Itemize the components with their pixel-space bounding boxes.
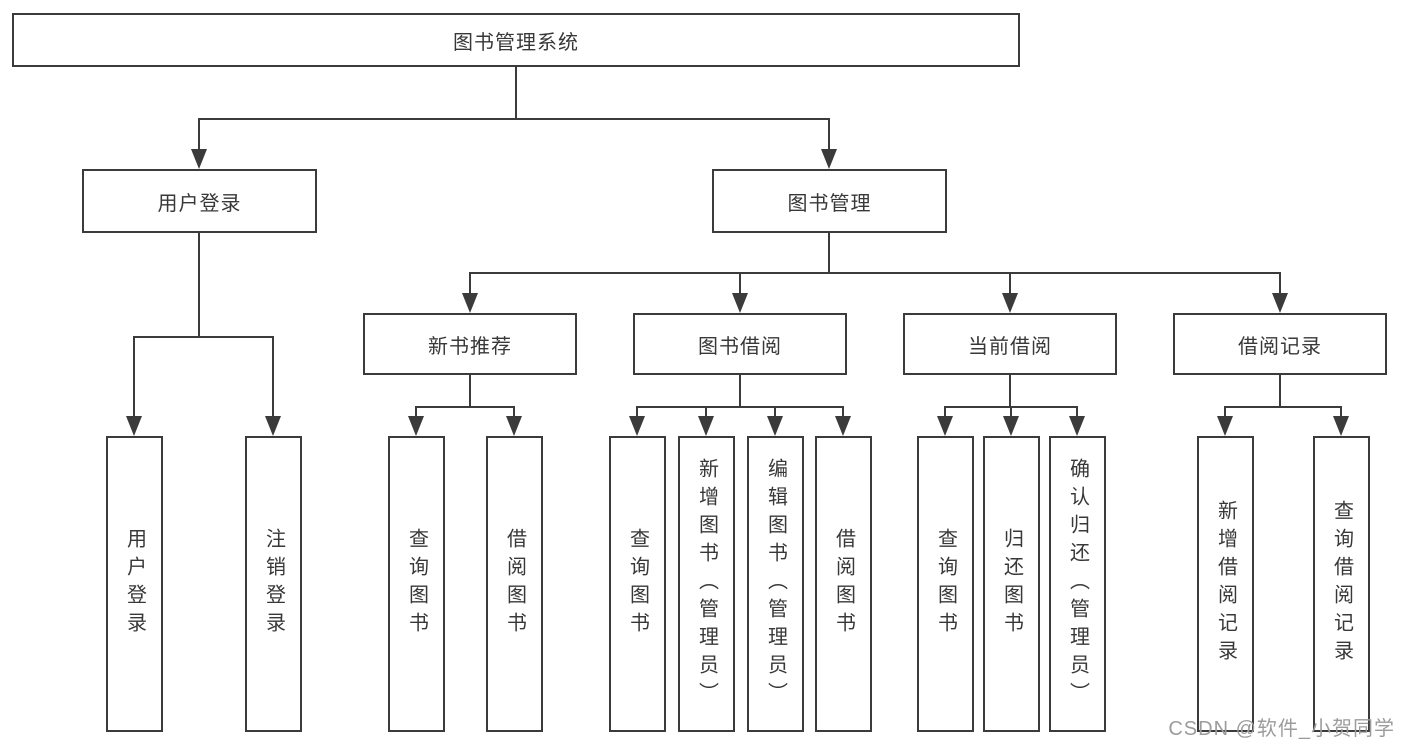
node-new-book-recommend: 新书推荐 <box>363 313 577 375</box>
connector-drop-current-borrowing <box>1009 272 1011 295</box>
arrowhead-down-icon <box>821 149 837 169</box>
leaf-return-books: 归还图书 <box>983 436 1040 732</box>
arrowhead-down-icon <box>767 416 783 436</box>
leaf-borrow-books-1-label: 借阅图书 <box>503 528 526 640</box>
node-root-label: 图书管理系统 <box>453 31 579 54</box>
leaf-logout-label: 注销登录 <box>262 528 285 640</box>
connector-user-login-split <box>133 336 274 338</box>
arrowhead-down-icon <box>629 416 645 436</box>
leaf-add-borrow-record: 新增借阅记录 <box>1197 436 1254 732</box>
arrowhead-down-icon <box>1002 293 1018 313</box>
arrowhead-down-icon <box>698 416 714 436</box>
connector-user-login-stem <box>198 233 200 337</box>
connector-drop-leaf <box>133 336 135 418</box>
arrowhead-down-icon <box>937 416 953 436</box>
leaf-query-borrow-record-label: 查询借阅记录 <box>1330 500 1353 668</box>
node-book-borrowing-label: 图书借阅 <box>698 335 782 358</box>
leaf-user-login: 用户登录 <box>106 436 163 732</box>
connector-drop-book-borrowing <box>739 272 741 295</box>
node-current-borrowing: 当前借阅 <box>903 313 1117 375</box>
leaf-query-books-1-label: 查询图书 <box>405 528 428 640</box>
arrowhead-down-icon <box>408 416 424 436</box>
leaf-query-books-1: 查询图书 <box>388 436 445 732</box>
csdn-watermark: CSDN @软件_小贺同学 <box>1168 718 1395 740</box>
arrowhead-down-icon <box>732 293 748 313</box>
arrowhead-down-icon <box>1333 416 1349 436</box>
arrowhead-down-icon <box>191 149 207 169</box>
node-new-book-recommend-label: 新书推荐 <box>428 335 512 358</box>
connector-drop-borrowing-records <box>1279 272 1281 295</box>
arrowhead-down-icon <box>265 416 281 436</box>
connector-level3-split <box>469 272 1281 274</box>
node-book-management-label: 图书管理 <box>787 192 872 215</box>
connector-drop-leaf <box>513 406 515 418</box>
connector-new-book-stem <box>469 375 471 407</box>
leaf-borrow-books-2-label: 借阅图书 <box>832 528 855 640</box>
connector-new-book-split <box>415 406 515 408</box>
arrowhead-down-icon <box>835 416 851 436</box>
leaf-query-books-3-label: 查询图书 <box>934 528 957 640</box>
connector-drop-new-book <box>469 272 471 295</box>
connector-drop-leaf <box>415 406 417 418</box>
arrowhead-down-icon <box>462 293 478 313</box>
leaf-add-books-admin: 新增图书（管理员） <box>678 436 735 732</box>
connector-drop-leaf <box>705 406 707 418</box>
connector-drop-leaf <box>842 406 844 418</box>
connector-drop-book-management <box>828 118 830 151</box>
leaf-edit-books-admin: 编辑图书（管理员） <box>747 436 804 732</box>
connector-drop-leaf <box>636 406 638 418</box>
arrowhead-down-icon <box>1003 416 1019 436</box>
arrowhead-down-icon <box>126 416 142 436</box>
leaf-query-books-3: 查询图书 <box>917 436 974 732</box>
connector-book-borrowing-stem <box>739 375 741 407</box>
connector-drop-leaf <box>944 406 946 418</box>
connector-drop-leaf <box>1340 406 1342 418</box>
connector-current-borrowing-stem <box>1009 375 1011 407</box>
connector-borrowing-records-split <box>1224 406 1342 408</box>
leaf-borrow-books-1: 借阅图书 <box>486 436 543 732</box>
node-borrowing-records: 借阅记录 <box>1173 313 1387 375</box>
leaf-query-books-2: 查询图书 <box>609 436 666 732</box>
leaf-logout: 注销登录 <box>245 436 302 732</box>
leaf-return-books-label: 归还图书 <box>1000 528 1023 640</box>
leaf-add-books-admin-label: 新增图书（管理员） <box>695 458 718 710</box>
connector-drop-leaf <box>1010 406 1012 418</box>
node-book-management: 图书管理 <box>712 169 947 233</box>
leaf-confirm-return-admin-label: 确认归还（管理员） <box>1066 458 1089 710</box>
leaf-add-borrow-record-label: 新增借阅记录 <box>1214 500 1237 668</box>
node-book-borrowing: 图书借阅 <box>633 313 847 375</box>
leaf-borrow-books-2: 借阅图书 <box>815 436 872 732</box>
arrowhead-down-icon <box>1272 293 1288 313</box>
connector-drop-leaf <box>1224 406 1226 418</box>
leaf-user-login-label: 用户登录 <box>123 528 146 640</box>
connector-drop-user-login <box>198 118 200 151</box>
connector-drop-leaf <box>774 406 776 418</box>
connector-book-borrowing-split <box>636 406 844 408</box>
node-current-borrowing-label: 当前借阅 <box>968 335 1052 358</box>
arrowhead-down-icon <box>1217 416 1233 436</box>
connector-book-management-stem <box>828 233 830 273</box>
arrowhead-down-icon <box>506 416 522 436</box>
connector-root-stem <box>515 67 517 119</box>
leaf-query-borrow-record: 查询借阅记录 <box>1313 436 1370 732</box>
node-user-login-label: 用户登录 <box>157 192 242 215</box>
node-user-login: 用户登录 <box>82 169 317 233</box>
node-root: 图书管理系统 <box>12 13 1020 67</box>
leaf-confirm-return-admin: 确认归还（管理员） <box>1049 436 1106 732</box>
connector-drop-leaf <box>1076 406 1078 418</box>
connector-borrowing-records-stem <box>1279 375 1281 407</box>
leaf-query-books-2-label: 查询图书 <box>626 528 649 640</box>
leaf-edit-books-admin-label: 编辑图书（管理员） <box>764 458 787 710</box>
connector-level2-split <box>198 118 830 120</box>
connector-drop-leaf <box>272 336 274 418</box>
arrowhead-down-icon <box>1069 416 1085 436</box>
node-borrowing-records-label: 借阅记录 <box>1238 335 1322 358</box>
